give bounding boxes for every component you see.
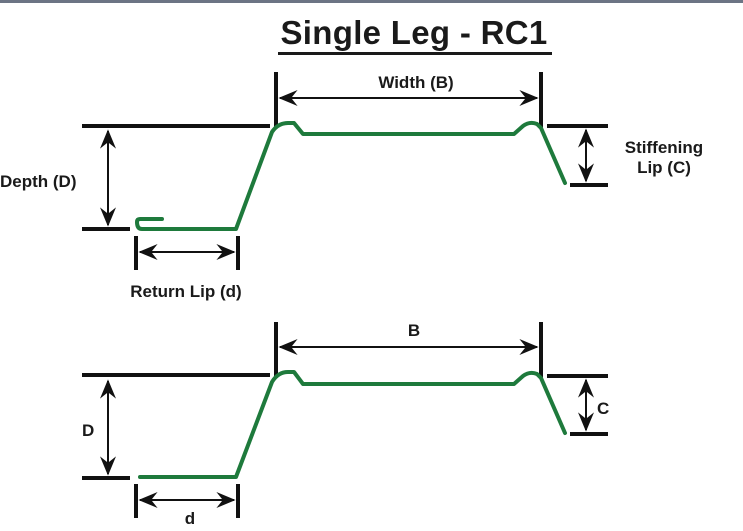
depth-label: D [82,421,94,440]
top-border [0,0,743,3]
diagram-title: Single Leg - RC1 [280,14,548,51]
return-lip-label: d [185,509,195,528]
panel-profile [138,370,567,479]
stiffening-lip-label-line1: Stiffening [625,138,703,157]
panel-profile [135,120,567,231]
return-lip-label: Return Lip (d) [130,282,241,301]
diagram-abbreviated: B D C d [82,321,609,528]
stiffening-lip-label-line2: Lip (C) [637,158,691,177]
width-label: Width (B) [378,73,453,92]
diagram-labeled: Width (B) Depth (D) Stiffening Lip (C) R… [0,72,703,301]
depth-label: Depth (D) [0,172,76,191]
stiffening-lip-label: C [597,399,609,418]
title-underline [278,52,552,55]
width-label: B [408,321,420,340]
